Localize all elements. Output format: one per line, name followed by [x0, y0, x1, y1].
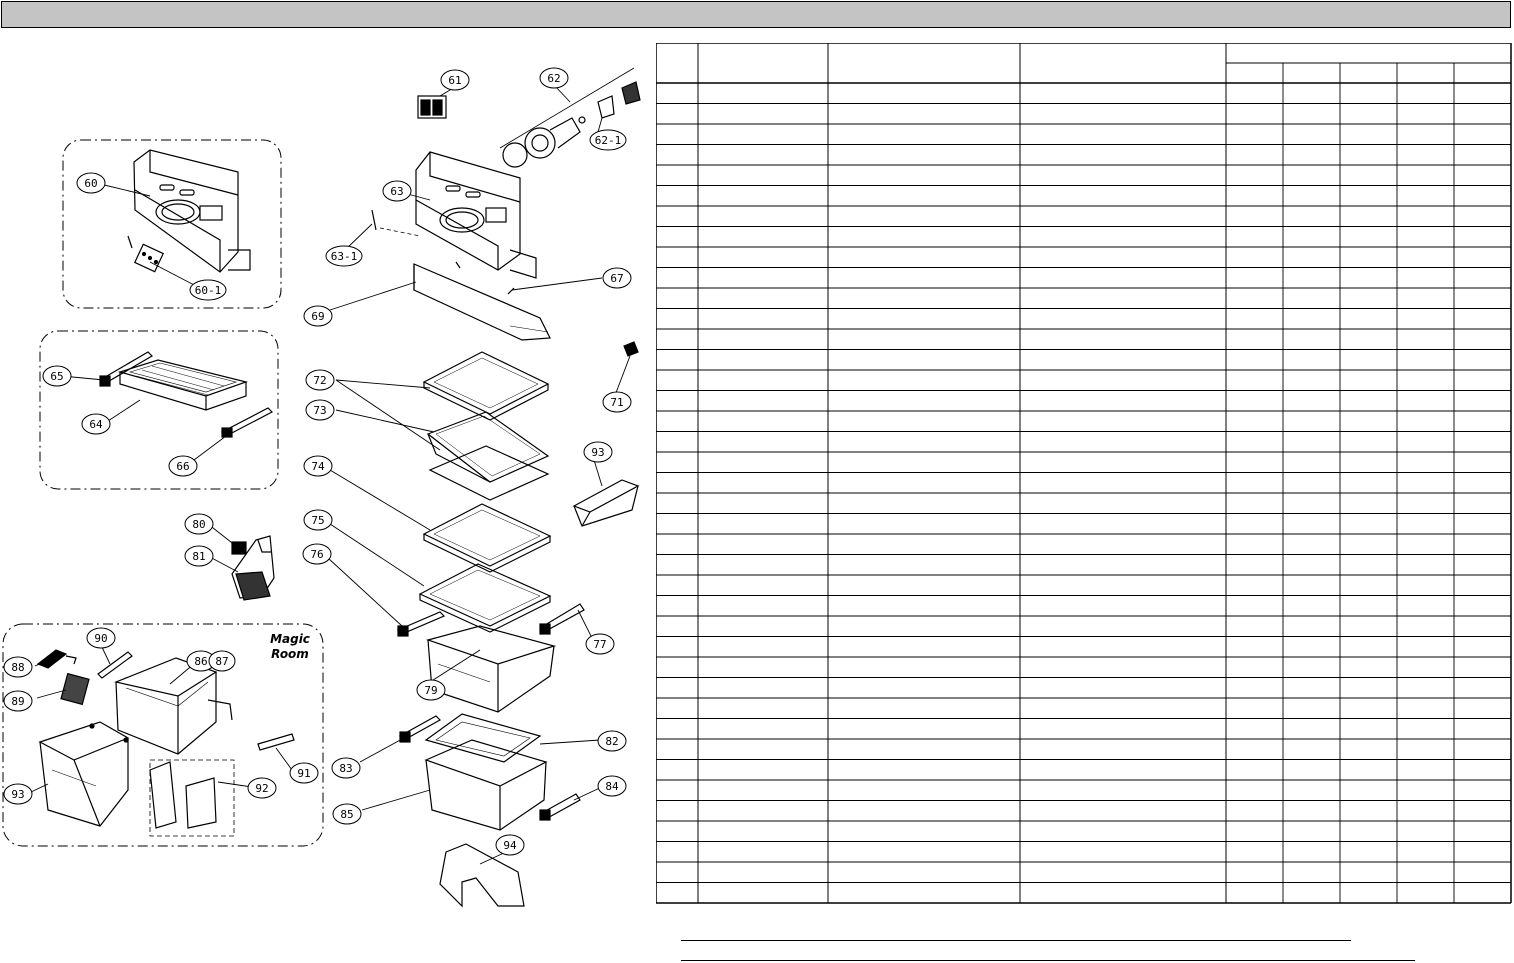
callout-73 [305, 399, 335, 421]
callout-66 [168, 455, 198, 477]
callouts [3, 67, 632, 856]
callout-60-1 [189, 279, 227, 301]
callout-labels: 60 60-1 61 62 62-1 63 63-1 64 65 66 67 6… [11, 72, 623, 852]
callout-94 [495, 834, 525, 856]
bin-93-drawing [572, 479, 640, 527]
housing-63-drawing [371, 151, 537, 295]
callout-label-90: 90 [94, 632, 107, 645]
callout-81 [184, 545, 214, 567]
callout-75 [303, 509, 333, 531]
callout-label-94: 94 [503, 839, 517, 852]
callout-83 [331, 757, 361, 779]
footnote-rule-1 [681, 940, 1351, 941]
part-80-81-drawing [231, 535, 275, 601]
callout-label-84: 84 [605, 780, 619, 793]
table-grid-lines [656, 43, 1512, 904]
callout-label-91: 91 [297, 767, 310, 780]
callout-label-74: 74 [311, 460, 325, 473]
callout-89 [3, 690, 33, 712]
housing-60-drawing [127, 149, 251, 273]
drawer-79-drawing [425, 625, 557, 713]
callout-label-85: 85 [340, 808, 353, 821]
callout-label-92: 92 [255, 782, 268, 795]
callout-label-76: 76 [310, 548, 323, 561]
callout-label-61: 61 [448, 74, 461, 87]
callout-label-93: 93 [11, 788, 24, 801]
callout-label-64: 64 [89, 418, 103, 431]
callout-label-62-1: 62-1 [595, 134, 622, 147]
callout-label-87: 87 [215, 655, 228, 668]
callout-63-1 [325, 245, 363, 267]
group-box-magic-room [2, 623, 324, 847]
parts-list-table [656, 43, 1512, 904]
callout-label-81: 81 [192, 550, 205, 563]
gasket-94-drawing [439, 843, 525, 908]
shelves-drawing [396, 351, 585, 637]
exploded-parts-diagram: 60 60-1 61 62 62-1 63 63-1 64 65 66 67 6… [2, 67, 641, 908]
callout-85 [332, 803, 362, 825]
callout-92 [247, 777, 277, 799]
callout-label-67: 67 [610, 272, 623, 285]
magic-room-label-line2: Room [271, 647, 309, 661]
callout-65 [42, 365, 72, 387]
callout-88 [3, 656, 33, 678]
callout-72 [305, 369, 335, 391]
crisper-82-85-drawing [399, 713, 581, 831]
callout-63 [382, 180, 412, 202]
callout-label-75: 75 [311, 514, 324, 527]
callout-82 [597, 730, 627, 752]
callout-label-77: 77 [593, 638, 606, 651]
callout-91 [289, 762, 319, 784]
callout-62 [539, 67, 569, 89]
callout-label-60: 60 [84, 177, 97, 190]
callout-67 [602, 267, 632, 289]
callout-label-79: 79 [424, 684, 437, 697]
callout-64 [81, 413, 111, 435]
callout-93b [583, 441, 613, 463]
callout-label-71: 71 [610, 396, 623, 409]
group-box-tray [39, 330, 279, 490]
callout-label-69: 69 [311, 310, 324, 323]
callout-label-63-1: 63-1 [331, 250, 358, 263]
magic-room-label-line1: Magic [270, 632, 310, 646]
callout-79 [416, 679, 446, 701]
callout-93 [3, 783, 33, 805]
callout-label-65: 65 [50, 370, 63, 383]
callout-label-93b: 93 [591, 446, 604, 459]
callout-87 [208, 650, 236, 672]
callout-76 [302, 543, 332, 565]
callout-label-89: 89 [11, 695, 24, 708]
fan-assembly-drawing [417, 67, 641, 168]
callout-80 [184, 513, 214, 535]
magic-room-drawing [36, 649, 295, 837]
callout-62-1 [589, 129, 627, 151]
leader-lines [30, 85, 631, 865]
callout-label-80: 80 [192, 518, 205, 531]
callout-84 [597, 775, 627, 797]
callout-69 [303, 305, 333, 327]
tray-64-drawing [99, 351, 274, 438]
callout-61 [440, 69, 470, 91]
callout-label-72: 72 [313, 374, 326, 387]
header-bar [1, 1, 1511, 28]
callout-label-62: 62 [547, 72, 560, 85]
callout-label-82: 82 [605, 735, 618, 748]
callout-label-60-1: 60-1 [195, 284, 222, 297]
duct-69-drawing [413, 263, 551, 341]
callout-77 [585, 633, 615, 655]
group-box-control-housing [62, 139, 282, 309]
part-71-drawing [623, 341, 639, 357]
footnote-rule-2 [681, 960, 1415, 961]
callout-label-88: 88 [11, 661, 24, 674]
callout-label-63: 63 [390, 185, 403, 198]
callout-label-86: 86 [194, 655, 207, 668]
callout-label-66: 66 [176, 460, 189, 473]
callout-label-73: 73 [313, 404, 326, 417]
callout-label-83: 83 [339, 762, 352, 775]
magic-room-label: Magic Room [270, 632, 310, 661]
callout-74 [303, 455, 333, 477]
callout-60 [76, 172, 106, 194]
callout-90 [86, 627, 116, 649]
callout-71 [602, 391, 632, 413]
